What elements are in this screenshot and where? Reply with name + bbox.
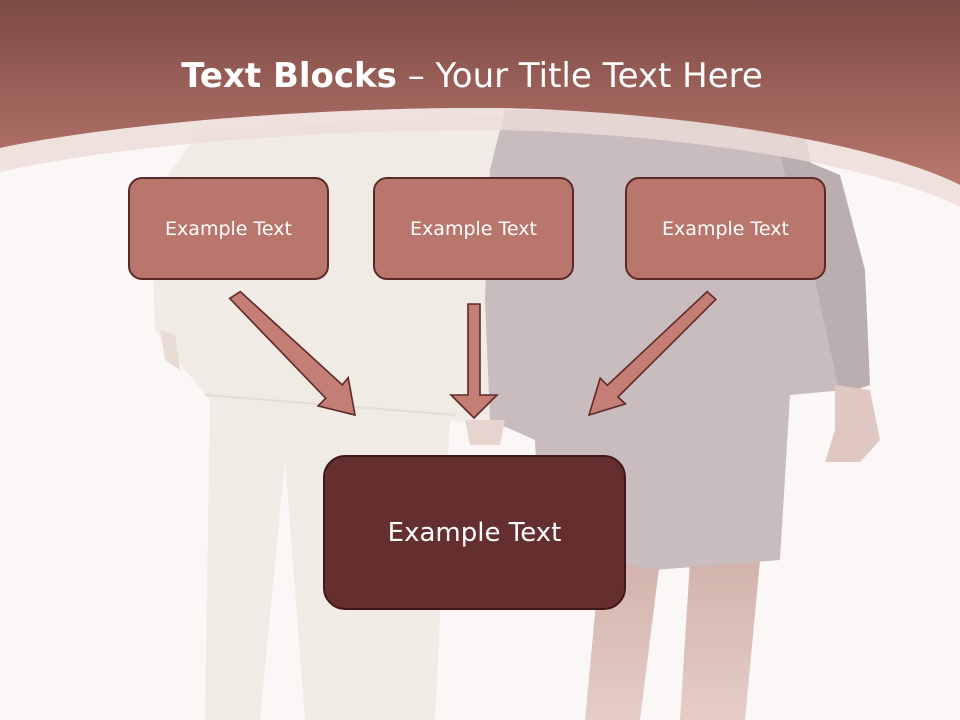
text-block-right[interactable]: Example Text — [625, 177, 826, 280]
text-block-center[interactable]: Example Text — [373, 177, 574, 280]
target-text-block[interactable]: Example Text — [323, 455, 626, 610]
header-band — [0, 0, 960, 185]
arrow-left — [228, 290, 357, 417]
title-rest-part: Your Title Text Here — [435, 56, 763, 96]
text-block-label: Example Text — [662, 217, 789, 240]
text-block-left[interactable]: Example Text — [128, 177, 329, 280]
arrow-center — [449, 303, 499, 420]
text-block-label: Example Text — [165, 217, 292, 240]
title-bold-part: Text Blocks — [181, 56, 397, 96]
header-curve-stripe — [0, 108, 960, 207]
arrow-right — [587, 290, 717, 417]
target-block-label: Example Text — [387, 517, 562, 548]
title-separator: – — [396, 56, 436, 96]
slide-title: Text Blocks – Your Title Text Here — [0, 52, 944, 100]
text-block-label: Example Text — [410, 217, 537, 240]
